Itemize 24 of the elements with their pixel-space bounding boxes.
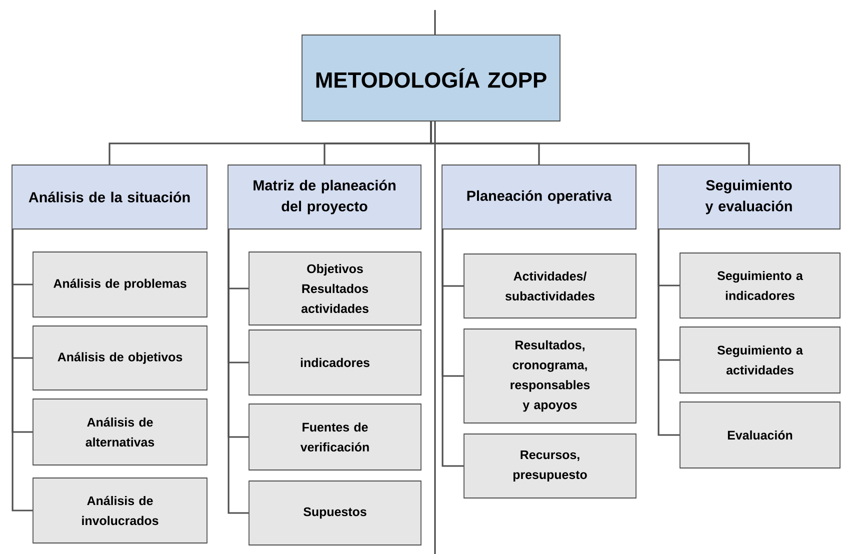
item-box: Análisis de involucrados (32, 478, 208, 544)
item-box: Análisis de problemas (32, 252, 208, 318)
item-box: Análisis de alternativas (32, 398, 208, 466)
item-box: Supuestos (248, 480, 422, 546)
item-box: Resultados, cronograma, responsables y apoyos (464, 328, 636, 424)
connector-line (430, 121, 750, 165)
title-box: METODOLOGÍA ZOPP (302, 34, 560, 122)
item-box: indicadores (248, 330, 422, 396)
item-box: Evaluación (680, 402, 840, 468)
category-box: Matriz de planeación del proyecto (228, 164, 422, 230)
item-box: Objetivos Resultados actividades (248, 252, 422, 326)
connector-line (228, 229, 249, 514)
connector-line (12, 229, 33, 512)
category-box: Análisis de la situación (12, 164, 208, 230)
item-box: Recursos, presupuesto (464, 434, 636, 498)
item-box: Actividades/ subactividades (464, 254, 636, 318)
item-box: Seguimiento a actividades (680, 326, 840, 394)
item-box: Seguimiento a indicadores (680, 252, 840, 318)
item-box: Análisis de objetivos (32, 326, 208, 390)
connector-line (442, 229, 464, 467)
category-box: Seguimiento y evaluación (658, 164, 840, 230)
category-box: Planeación operativa (442, 164, 636, 230)
connector-line (658, 229, 680, 436)
item-box: Fuentes de verificación (248, 404, 422, 470)
